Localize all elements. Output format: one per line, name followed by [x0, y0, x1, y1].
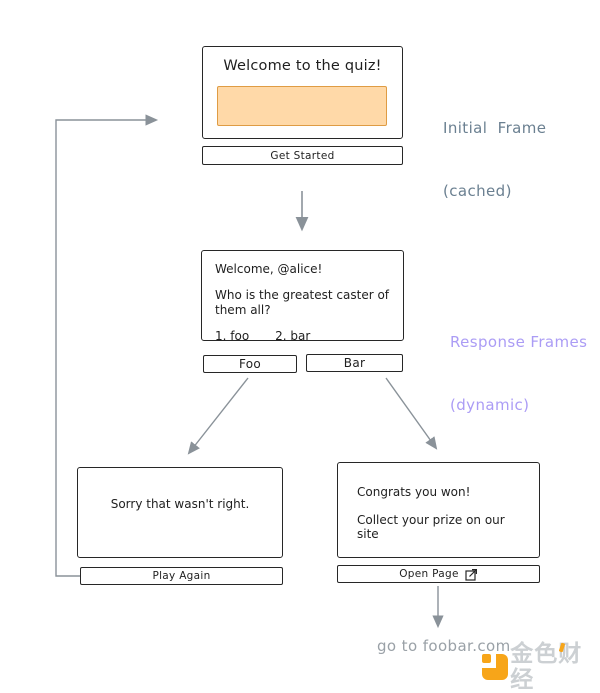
play-again-label: Play Again [152, 570, 211, 582]
question-frame: Welcome, @alice! Who is the greatest cas… [201, 250, 404, 344]
response-annotation-line1: Response Frames [450, 333, 588, 351]
play-again-button[interactable]: Play Again [80, 567, 283, 585]
question-text-line2: them all? [215, 303, 271, 317]
external-link-icon [465, 568, 478, 581]
bar-button[interactable]: Bar [306, 354, 403, 372]
watermark: 金色财经 [481, 641, 600, 693]
win-frame: Congrats you won! Collect your prize on … [337, 462, 540, 558]
bar-button-label: Bar [343, 356, 366, 370]
open-page-button[interactable]: Open Page [337, 565, 540, 583]
initial-annotation-line1: Initial Frame [443, 119, 547, 137]
watermark-logo-icon [481, 653, 508, 680]
foo-button-label: Foo [238, 357, 262, 371]
question-text-line1: Who is the greatest caster of [215, 288, 390, 302]
question-options: 1. foo 2. bar [215, 329, 390, 344]
option-bar: 2. bar [275, 329, 311, 343]
arrow-foo-to-wrong [187, 377, 249, 455]
win-message-line1: Congrats you won! [357, 485, 471, 499]
response-frames-annotation: Response Frames (dynamic) [450, 290, 587, 437]
question-greeting: Welcome, @alice! [215, 262, 323, 276]
initial-frame: Welcome to the quiz! [202, 46, 403, 139]
win-message-line2: Collect your prize on our site [357, 513, 505, 541]
foo-button[interactable]: Foo [203, 355, 297, 373]
wrong-answer-frame: Sorry that wasn't right. [77, 467, 283, 558]
quiz-image-placeholder [217, 86, 387, 126]
response-annotation-line2: (dynamic) [450, 396, 530, 414]
get-started-button[interactable]: Get Started [202, 146, 403, 165]
footer-link-text: go to foobar.com [377, 637, 511, 655]
initial-frame-annotation: Initial Frame (cached) [443, 76, 546, 223]
arrow-bar-to-win [385, 377, 438, 450]
wrong-message: Sorry that wasn't right. [110, 497, 250, 511]
get-started-label: Get Started [270, 149, 335, 162]
watermark-text: 金色财经 [510, 641, 583, 693]
option-foo: 1. foo [215, 329, 250, 343]
initial-frame-title: Welcome to the quiz! [223, 58, 382, 74]
initial-annotation-line2: (cached) [443, 182, 512, 200]
open-page-label: Open Page [399, 568, 459, 580]
